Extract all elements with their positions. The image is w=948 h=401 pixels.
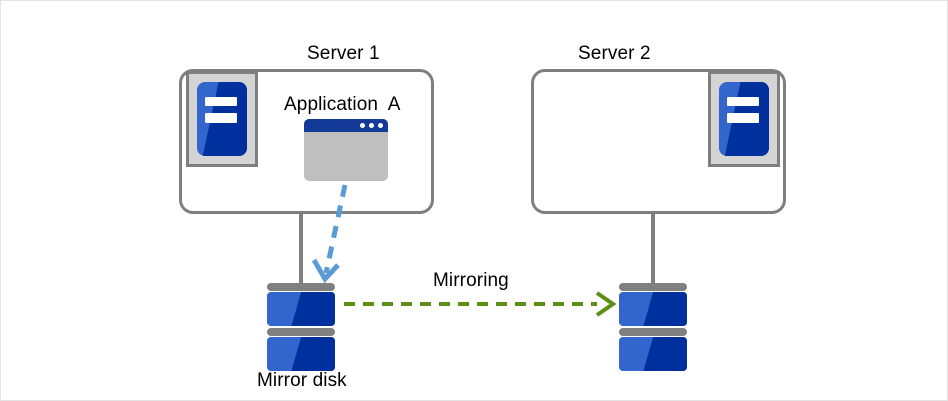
disk-segment-shade — [289, 337, 335, 371]
server-icon-bar-bottom — [727, 113, 759, 123]
app-window-titlebar — [304, 119, 388, 132]
disk-segment-2 — [619, 337, 687, 371]
server-icon-card — [719, 82, 769, 156]
mirroring-label: Mirroring — [433, 270, 509, 291]
server-icon-bar-top — [727, 96, 759, 107]
mirroring-arrow-head — [595, 291, 617, 317]
server-icon — [708, 71, 780, 167]
server-icon — [186, 71, 258, 167]
application-a-label: Application A — [284, 94, 401, 115]
server-icon-bar-top — [205, 96, 237, 107]
disk-cap-top — [619, 283, 687, 291]
mirror-disk-right — [619, 283, 687, 373]
disk-cap-top — [267, 283, 335, 291]
mirror-disk-label: Mirror disk — [257, 370, 347, 391]
server-icon-bar-bottom — [205, 113, 237, 123]
server-2-disk-connector — [651, 212, 655, 286]
app-window-icon — [304, 119, 388, 181]
mirroring-arrow — [344, 291, 617, 317]
disk-segment-1 — [619, 292, 687, 326]
disk-segment-2 — [267, 337, 335, 371]
disk-cap-middle — [619, 328, 687, 336]
disk-segment-1 — [267, 292, 335, 326]
app-window-dot-3 — [378, 123, 383, 128]
app-window-dot-2 — [369, 123, 374, 128]
disk-cap-middle — [267, 328, 335, 336]
disk-segment-shade — [641, 337, 687, 371]
mirror-disk-left — [267, 283, 335, 373]
server-1-title: Server 1 — [307, 43, 380, 64]
server-icon-card — [197, 82, 247, 156]
server-2-title: Server 2 — [578, 43, 651, 64]
disk-segment-shade — [641, 292, 687, 326]
disk-segment-shade — [289, 292, 335, 326]
write-arrow-head — [311, 258, 340, 284]
app-window-dot-1 — [360, 123, 365, 128]
server-1-disk-connector — [299, 212, 303, 286]
